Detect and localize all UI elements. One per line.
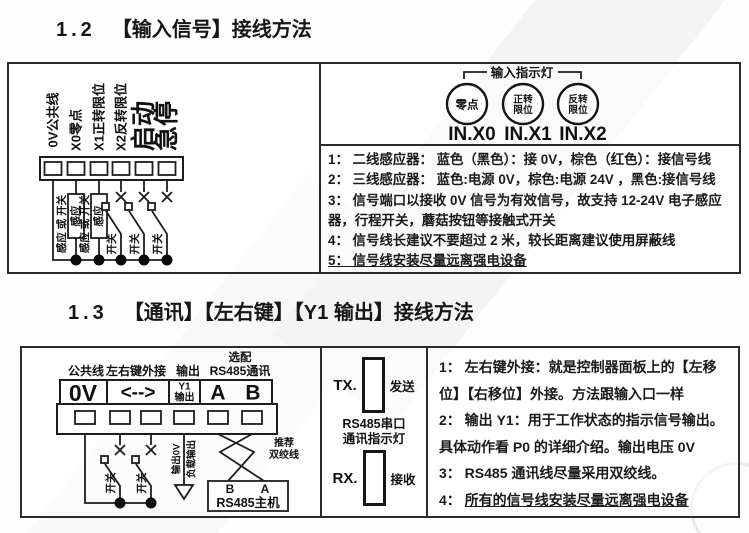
rx-label: RX.	[332, 469, 358, 487]
note4-prefix: 4：	[439, 491, 465, 508]
section-1-3-title: 1.3 【通讯】【左右键】【Y1 输出】接线方法	[68, 296, 474, 325]
port-y1-out: 输出	[175, 391, 195, 404]
port-b: B	[245, 382, 260, 405]
note-line-underlined: 5： 信号线安装尽量远离强电设备	[328, 253, 527, 269]
terminal-label-estop: 急停	[152, 101, 181, 151]
tx-led-icon	[361, 357, 385, 413]
port-name-grid: 0V <--> Y1 输出 A B	[59, 379, 273, 406]
light-label-line1: 反转	[568, 93, 588, 106]
note-line: 3： 信号端口以接收 0V 信号为有效信号，故支持 12-24V 电子感应器，行…	[328, 192, 722, 228]
rs485-twisted-pair: 推荐 双绞线 B A RS485主机	[207, 433, 299, 512]
indicator-title: 输入指示灯	[491, 65, 554, 80]
input-notes: 1： 二线感应器： 蓝色（黑色）：接 0V，棕色（红色）：接信号线 2： 三线感…	[321, 146, 739, 272]
common-label: 公共线	[68, 363, 104, 378]
load-output-label: 负载输出	[186, 440, 198, 478]
switch-branch-right-key: 开关	[131, 434, 157, 509]
input-wiring-diagram: 0V公共线 X0零点 X1正转限位 X2反转限位 启动 急停 感应 感应 或 开…	[39, 64, 321, 272]
port-0v: 0V	[69, 380, 98, 406]
rx-row: RX. 接收	[332, 450, 416, 506]
sensor-or-switch-label: 感应 或 开关	[78, 194, 91, 253]
section-1-2-number: 1.2	[56, 19, 96, 41]
comm-wiring-diagram: 选配 公共线 左右键外接 输出 RS485通讯 0V <--> Y1 输出 A …	[56, 348, 322, 516]
light-name: IN.X2	[559, 124, 607, 145]
lr-key-label: 左右键外接	[105, 363, 166, 378]
section-1-2-title: 1.2 【输入信号】接线方法	[56, 13, 312, 42]
switch-label: 开关	[105, 233, 118, 254]
light-label-line1: 正转	[513, 93, 533, 106]
serial-led-caption: RS485串口 通讯指示灯	[342, 417, 405, 447]
optional-label: 选配	[229, 350, 252, 364]
indicator-light-x0: 零点 IN.X0	[445, 82, 496, 145]
terminal-label-x2: X2反转限位	[114, 83, 129, 151]
caption-line1: RS485串口	[342, 416, 406, 431]
light-name: IN.X0	[448, 124, 496, 145]
port-a: A	[210, 382, 225, 405]
host-pin-b: B	[226, 482, 235, 496]
light-label-line2: 限位	[568, 103, 588, 116]
output-0v-label: 输出0V	[171, 443, 183, 474]
indicator-light-x2: 反转 限位 IN.X2	[556, 82, 607, 145]
output-label: 输出	[176, 363, 200, 378]
note-line: 3： RS485 通讯线尽量采用双绞线。	[439, 465, 666, 482]
group-labels: 选配 公共线 左右键外接 输出 RS485通讯	[68, 350, 270, 378]
switch-label: 开关	[151, 233, 164, 254]
light-label: 零点	[455, 98, 479, 112]
switch-branch-estop: 开关	[147, 180, 173, 266]
terminal-label-0v: 0V公共线	[46, 93, 61, 148]
section-1-3-heading: 【通讯】【左右键】【Y1 输出】接线方法	[123, 302, 474, 324]
rs485-label: RS485通讯	[210, 363, 271, 378]
comm-panel: 选配 公共线 左右键外接 输出 RS485通讯 0V <--> Y1 输出 A …	[20, 346, 740, 518]
port-y1: Y1	[178, 382, 191, 393]
sensor-or-switch-label: 感应 或 开关	[55, 194, 68, 253]
rx-text: 接收	[390, 472, 416, 487]
section-1-2-heading: 【输入信号】接线方法	[111, 19, 312, 41]
terminal-strip	[39, 156, 184, 181]
input-panel-right: 输入指示灯 零点 IN.X0 正转 限位 IN.X1 反转 限位	[321, 64, 739, 272]
switch-label: 开关	[104, 472, 117, 493]
note4-underlined: 所有的信号线安装尽量远离强电设备	[464, 491, 689, 508]
port-arrows: <-->	[121, 383, 156, 404]
terminal-labels: 0V公共线 X0零点 X1正转限位 X2反转限位 启动 急停	[46, 83, 182, 151]
indicator-bracket: 输入指示灯	[463, 65, 582, 80]
indicator-light-x1: 正转 限位 IN.X1	[501, 82, 552, 145]
y1-output-branch: 输出0V 负载输出	[171, 434, 198, 501]
caption-line2: 通讯指示灯	[342, 431, 406, 446]
note-line: 2： 三线感应器： 蓝色:电源 0V，棕色:电源 24V ，黑色:接信号线	[328, 172, 716, 188]
host-name: RS485主机	[216, 495, 280, 510]
note-line: 1： 左右键外接：就是控制器面板上的【左移位】【右移位】外接。方法跟输入口一样	[439, 359, 717, 402]
switch-label: 开关	[135, 472, 148, 493]
comm-notes: 1： 左右键外接：就是控制器面板上的【左移位】【右移位】外接。方法跟输入口一样 …	[430, 348, 738, 516]
switch-branch-left-key: 开关	[100, 434, 126, 509]
twist-label-line1: 推荐	[274, 436, 294, 449]
terminal-label-x0: X0零点	[69, 109, 84, 151]
tx-text: 发送	[389, 379, 415, 394]
light-name: IN.X1	[504, 124, 552, 145]
serial-led-column: TX. 发送 RS485串口 通讯指示灯 RX. 接收	[322, 348, 428, 516]
tx-row: TX. 发送	[333, 357, 415, 413]
twist-label-line2: 双绞线	[269, 448, 299, 461]
terminal-strip	[56, 403, 278, 435]
rx-led-icon	[362, 450, 386, 506]
switch-branch-start: 开关	[124, 180, 150, 266]
terminal-label-x1: X1正转限位	[92, 83, 107, 151]
input-signal-panel: 0V公共线 X0零点 X1正转限位 X2反转限位 启动 急停 感应 感应 或 开…	[7, 62, 741, 274]
sensor-branch-x1: 感应 感应 或 开关	[78, 180, 108, 266]
terminal-label-start: 启动	[129, 101, 158, 151]
section-1-3-number: 1.3	[68, 302, 108, 324]
indicator-lights: 输入指示灯 零点 IN.X0 正转 限位 IN.X1 反转 限位	[321, 65, 739, 146]
note-line: 1： 二线感应器： 蓝色（黑色）：接 0V，棕色（红色）：接信号线	[328, 152, 712, 167]
tx-label: TX.	[333, 376, 357, 394]
light-label-line2: 限位	[513, 103, 533, 116]
note-line: 2： 输出 Y1：用于工作状态的指示信号输出。具体动作看 P0 的详细介绍。输出…	[439, 412, 724, 455]
switch-label: 开关	[128, 233, 141, 254]
note-line-4: 4： 所有的信号线安装尽量远离强电设备	[439, 487, 730, 514]
note-line: 4： 信号线长建议不要超过 2 米，较长距离建议使用屏蔽线	[328, 233, 676, 249]
host-pin-a: A	[261, 482, 270, 496]
